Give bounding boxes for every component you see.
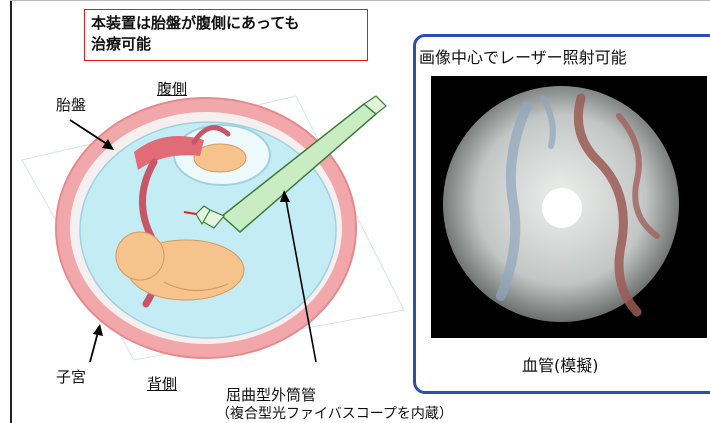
- label-placenta: 胎盤: [56, 94, 86, 115]
- title-line-1: 本装置は胎盤が腹側にあっても: [91, 13, 361, 34]
- title-box: 本装置は胎盤が腹側にあっても 治療可能: [84, 9, 368, 61]
- title-line-2: 治療可能: [91, 34, 361, 55]
- uterus-arrow-head: [93, 324, 103, 336]
- label-uterus: 子宮: [56, 366, 86, 387]
- label-device-name: 屈曲型外筒管: [226, 384, 316, 405]
- endoscope-image: [431, 76, 707, 338]
- panel-caption: 血管(模擬): [522, 352, 599, 376]
- fetus-head: [116, 232, 164, 280]
- label-ventral-side: 腹側: [157, 78, 187, 99]
- panel-title: 画像中心でレーザー照射可能: [419, 44, 627, 68]
- label-dorsal-side: 背側: [147, 373, 177, 394]
- uterus-arrow-line: [90, 332, 98, 362]
- slide-top-border: [10, 0, 710, 1]
- slide-left-border: [10, 0, 12, 423]
- laser-center-spot: [542, 188, 582, 228]
- label-device-note: （複合型光ファイバスコープを内蔵）: [216, 403, 453, 423]
